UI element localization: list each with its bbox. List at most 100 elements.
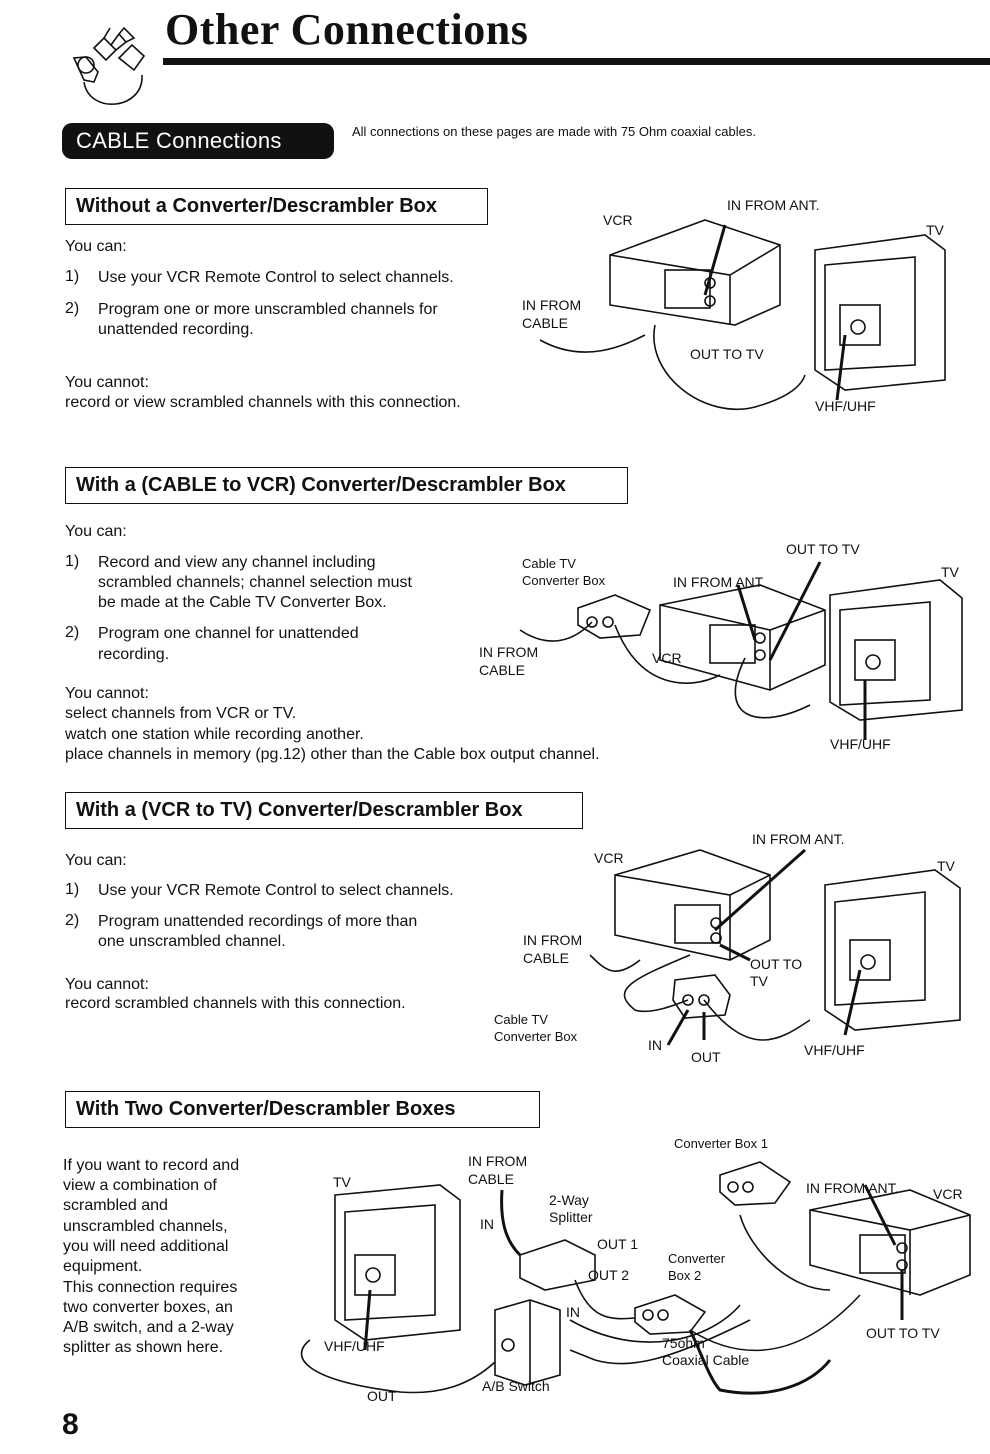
s3-you-cannot: You cannot: — [65, 976, 149, 993]
s4-label-box2: Box 2 — [668, 1268, 702, 1283]
s3-label-in: IN — [648, 1037, 662, 1053]
s3-label-in-from: IN FROM — [523, 932, 583, 948]
s4-label-two-way: 2-Way — [549, 1192, 589, 1208]
s3-label-cable: CABLE — [523, 950, 569, 966]
s2-you-can: You can: — [65, 523, 127, 540]
s1-you-can: You can: — [65, 238, 127, 255]
s2-cannot-2: watch one station while recording anothe… — [65, 726, 364, 743]
s1-num2: 2) — [65, 300, 80, 317]
section1-heading: Without a Converter/Descrambler Box — [65, 188, 488, 225]
s1-cannot-1: record or view scrambled channels with t… — [65, 394, 461, 411]
diagram-without-converter — [539, 219, 946, 410]
s2-label-vcr: VCR — [652, 650, 682, 666]
s2-item1b: scrambled channels; channel selection mu… — [98, 574, 412, 591]
s3-label-vcr: VCR — [594, 850, 624, 866]
s3-label-converter-box: Converter Box — [494, 1029, 578, 1044]
s4-label-converter-box-1: Converter Box 1 — [674, 1136, 768, 1151]
s2-label-vhf: VHF/UHF — [830, 736, 891, 752]
s3-label-out-to: OUT TO — [750, 956, 803, 972]
s4-label-tv: TV — [333, 1174, 351, 1190]
s2-label-converter-box: Converter Box — [522, 573, 606, 588]
s4-label-out1: OUT 1 — [597, 1236, 638, 1252]
s3-label-tv: TV — [937, 858, 955, 874]
s2-label-cable-tv: Cable TV — [522, 556, 576, 571]
s3-label-cable-tv: Cable TV — [494, 1012, 548, 1027]
s3-you-can: You can: — [65, 852, 127, 869]
s2-num1: 1) — [65, 553, 80, 570]
s2-cannot-1: select channels from VCR or TV. — [65, 705, 297, 722]
s1-item1: Use your VCR Remote Control to select ch… — [98, 269, 454, 286]
s2-label-out-to-tv: OUT TO TV — [786, 541, 860, 557]
page-title: Other Connections — [165, 5, 529, 54]
s4-label-coax: Coaxial Cable — [662, 1352, 750, 1368]
s4-label-splitter: Splitter — [549, 1209, 593, 1225]
s4-body-3: scrambled and — [63, 1197, 168, 1214]
s4-body-4: unscrambled channels, — [63, 1218, 228, 1235]
s4-label-vcr: VCR — [933, 1186, 963, 1202]
s3-label-in-from-ant: IN FROM ANT. — [752, 831, 845, 847]
s3-label-tv2: TV — [750, 973, 768, 989]
s4-body-8: two converter boxes, an — [63, 1299, 233, 1316]
s4-label-out-to-tv: OUT TO TV — [866, 1325, 940, 1341]
diagram-vcr-to-tv — [589, 848, 961, 1046]
s2-item2a: Program one channel for unattended — [98, 625, 359, 642]
s2-num2: 2) — [65, 624, 80, 641]
s4-body-6: equipment. — [63, 1258, 143, 1275]
s1-item2a: Program one or more unscrambled channels… — [98, 301, 438, 318]
connector-icon — [72, 26, 146, 105]
s2-cannot-3: place channels in memory (pg.12) other t… — [65, 746, 600, 763]
s3-label-vhf: VHF/UHF — [804, 1042, 865, 1058]
s4-body-7: This connection requires — [63, 1279, 238, 1296]
s4-label-ohm: 75ohm — [662, 1335, 705, 1351]
s4-body-10: splitter as shown here. — [63, 1339, 224, 1356]
s4-label-converter: Converter — [668, 1251, 726, 1266]
s2-item1c: be made at the Cable TV Converter Box. — [98, 594, 387, 611]
s4-body-2: view a combination of — [63, 1177, 217, 1194]
diagram-cable-to-vcr — [519, 561, 963, 740]
s1-item2b: unattended recording. — [98, 321, 254, 338]
s2-item1a: Record and view any channel including — [98, 554, 376, 571]
s1-label-out-to-tv: OUT TO TV — [690, 346, 764, 362]
s3-cannot-1: record scrambled channels with this conn… — [65, 995, 406, 1012]
section4-heading: With Two Converter/Descrambler Boxes — [65, 1091, 540, 1128]
s1-label-vhf: VHF/UHF — [815, 398, 876, 414]
s4-label-vhf: VHF/UHF — [324, 1338, 385, 1354]
s2-label-cable: CABLE — [479, 662, 525, 678]
s1-label-cable: CABLE — [522, 315, 568, 331]
s4-label-out2: OUT 2 — [588, 1267, 629, 1283]
title-rule — [163, 58, 990, 65]
s2-label-in-from: IN FROM — [479, 644, 539, 660]
diagram-two-converters — [300, 1161, 971, 1395]
page-number: 8 — [62, 1408, 79, 1441]
s4-label-in2: IN — [566, 1304, 580, 1320]
s4-label-in: IN — [480, 1216, 494, 1232]
s4-label-in-from: IN FROM — [468, 1153, 528, 1169]
s1-label-in-from: IN FROM — [522, 297, 582, 313]
s1-label-in-from-ant: IN FROM ANT. — [727, 197, 820, 213]
s4-body-1: If you want to record and — [63, 1157, 240, 1174]
s2-label-in-from-ant: IN FROM ANT. — [673, 574, 766, 590]
s2-item2b: recording. — [98, 646, 170, 663]
s4-body-9: A/B switch, and a 2-way — [63, 1319, 234, 1336]
s1-num1: 1) — [65, 268, 80, 285]
coax-note: All connections on these pages are made … — [352, 124, 756, 139]
cable-connections-badge: CABLE Connections — [62, 123, 334, 159]
s1-you-cannot: You cannot: — [65, 374, 149, 391]
s4-label-out: OUT — [367, 1388, 397, 1404]
s3-item2a: Program unattended recordings of more th… — [98, 913, 418, 930]
s3-label-out: OUT — [691, 1049, 721, 1065]
section3-heading: With a (VCR to TV) Converter/Descrambler… — [65, 792, 583, 829]
s3-item2b: one unscrambled channel. — [98, 933, 286, 950]
s2-you-cannot: You cannot: — [65, 685, 149, 702]
s1-label-vcr: VCR — [603, 212, 633, 228]
s3-num1: 1) — [65, 881, 80, 898]
s3-num2: 2) — [65, 912, 80, 929]
s2-label-tv: TV — [941, 564, 959, 580]
s4-label-ab-switch: A/B Switch — [482, 1378, 550, 1394]
s4-label-cable: CABLE — [468, 1171, 514, 1187]
s4-label-in-from-ant: IN FROM ANT. — [806, 1180, 899, 1196]
s1-label-tv: TV — [926, 222, 944, 238]
s3-item1: Use your VCR Remote Control to select ch… — [98, 882, 454, 899]
section2-heading: With a (CABLE to VCR) Converter/Descramb… — [65, 467, 628, 504]
s4-body-5: you will need additional — [63, 1238, 229, 1255]
